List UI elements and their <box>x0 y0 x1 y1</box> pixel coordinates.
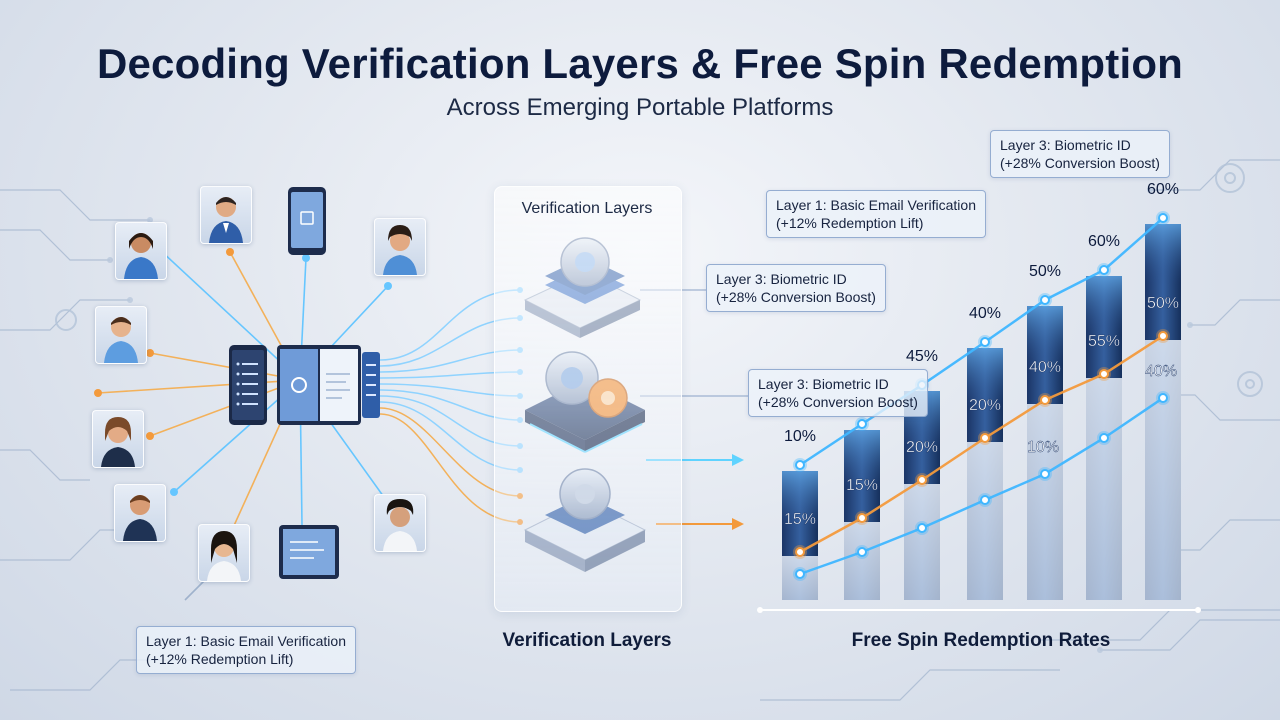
chart-point <box>857 513 867 523</box>
chart-point <box>1158 213 1168 223</box>
page-title: Decoding Verification Layers & Free Spin… <box>96 40 1184 87</box>
chart-point <box>1040 295 1050 305</box>
chart-point <box>795 547 805 557</box>
chart-data-label: 15% <box>784 511 816 528</box>
callout-email-verification: Layer 1: Basic Email Verification (+12% … <box>136 626 356 674</box>
chart-labels: 10% 45% 40% 50% 60% 60% 15% 15% 20% 20% 40% 55% 50% 1… <box>784 181 1179 528</box>
chart-data-label: 60% <box>1088 233 1120 250</box>
page-subtitle: Across Emerging Portable Platforms <box>446 94 834 121</box>
chart-point <box>1040 395 1050 405</box>
chart-data-label: 40% <box>1029 359 1061 376</box>
chart-bar-highlight <box>1027 306 1063 366</box>
tablet-icon <box>276 344 382 431</box>
chart-point <box>1040 469 1050 479</box>
person-avatar-icon <box>374 494 426 552</box>
chart-point <box>980 495 990 505</box>
chart-point <box>1099 369 1109 379</box>
callout-line: (+28% Conversion Boost) <box>758 394 918 410</box>
callout-biometric-id: Layer 3: Biometric ID (+28% Conversion B… <box>990 130 1170 178</box>
chart-bar-segment <box>967 442 1003 600</box>
tablet-icon <box>278 524 340 585</box>
person-avatar-icon <box>200 186 252 244</box>
verification-layers-caption: Verification Layers <box>502 630 672 651</box>
person-avatar-icon <box>92 410 144 468</box>
callout-email-verification: Layer 1: Basic Email Verification (+12% … <box>766 190 986 238</box>
callout-line: (+28% Conversion Boost) <box>716 289 876 305</box>
chart-point <box>795 460 805 470</box>
chart-bar-highlight <box>782 471 818 531</box>
callout-line: Layer 3: Biometric ID <box>1000 137 1131 153</box>
chart-data-label: 45% <box>906 348 938 365</box>
chart-point <box>980 337 990 347</box>
chart-bar-segment <box>844 522 880 600</box>
chart-bar-segment <box>904 484 940 600</box>
chart-point <box>917 475 927 485</box>
person-avatar-icon <box>115 222 167 280</box>
chart-data-label: 20% <box>969 397 1001 414</box>
callout-line: (+28% Conversion Boost) <box>1000 155 1160 171</box>
person-avatar-icon <box>114 484 166 542</box>
chart-lines <box>793 211 1170 581</box>
chart-point <box>1158 331 1168 341</box>
phone-icon <box>228 344 268 431</box>
flow-lines <box>379 289 521 523</box>
chart-data-label: 40% <box>969 305 1001 322</box>
chart-data-label: 10% <box>784 428 816 445</box>
chart-data-label: 50% <box>1029 263 1061 280</box>
chart-point <box>1099 265 1109 275</box>
chart-point <box>857 547 867 557</box>
chart-point <box>857 419 867 429</box>
chart-point <box>980 433 990 443</box>
chart-data-label: 40% <box>1145 363 1177 380</box>
callout-line: (+12% Redemption Lift) <box>776 215 924 231</box>
chart-bar-segment <box>1027 404 1063 600</box>
chart-data-label: 60% <box>1147 181 1179 198</box>
person-avatar-icon <box>95 306 147 364</box>
person-avatar-icon <box>374 218 426 276</box>
chart-bar-segment <box>1145 340 1181 600</box>
chart-point <box>795 569 805 579</box>
chart-bar-highlight <box>1086 276 1122 336</box>
person-avatar-icon <box>198 524 250 582</box>
chart-data-label: 20% <box>906 439 938 456</box>
chart-data-label: 10% <box>1027 439 1059 456</box>
chart-caption: Free Spin Redemption Rates <box>851 630 1111 651</box>
chart-data-label: 15% <box>846 477 878 494</box>
chart-point <box>1158 393 1168 403</box>
chart-bar-highlight <box>844 430 880 490</box>
callout-line: Layer 3: Biometric ID <box>716 271 847 287</box>
verification-layers-title: Verification Layers <box>521 200 653 217</box>
chart-bar-highlight <box>1145 224 1181 284</box>
tablet-icon <box>287 186 327 261</box>
chart-point <box>1099 433 1109 443</box>
callout-biometric-id: Layer 3: Biometric ID (+28% Conversion B… <box>706 264 886 312</box>
chart-point <box>917 523 927 533</box>
callout-line: Layer 1: Basic Email Verification <box>146 633 346 649</box>
chart-bar-segment <box>1086 378 1122 600</box>
chart-data-label: 55% <box>1088 333 1120 350</box>
chart-data-label: 50% <box>1147 295 1179 312</box>
verification-layers-panel <box>494 186 682 612</box>
chart-bar-highlight <box>967 348 1003 408</box>
circuit-traces <box>0 159 1280 701</box>
callout-biometric-id: Layer 3: Biometric ID (+28% Conversion B… <box>748 369 928 417</box>
callout-line: Layer 3: Biometric ID <box>758 376 889 392</box>
callout-line: Layer 1: Basic Email Verification <box>776 197 976 213</box>
callout-line: (+12% Redemption Lift) <box>146 651 294 667</box>
